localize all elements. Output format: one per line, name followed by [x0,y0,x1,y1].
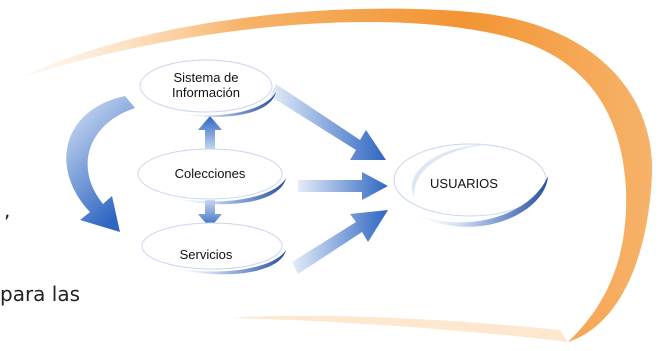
ellipse-usuarios [393,143,548,227]
background-text-fragment: para las [0,282,81,306]
arrow-servicios-to-usuarios [292,210,388,274]
node-servicios: Servicios [179,247,233,262]
arrow-sistema-to-usuarios [270,84,386,160]
curved-arrow [66,96,135,232]
node-usuarios: USUARIOS [430,176,498,191]
ellipse-colecciones [137,148,286,205]
orange-ring [20,8,653,342]
node-colecciones: Colecciones [174,166,246,181]
node-sistema-label-line1: Sistema de [173,70,239,85]
node-sistema-label-line2: Información [172,85,240,100]
arrow-colecciones-to-usuarios [298,172,388,200]
arrow-colecciones-to-sistema [198,116,222,150]
ellipse-sistema [139,59,276,117]
background-comma: , [4,198,11,222]
node-sistema-de-informacion: Sistema de Información [146,70,266,100]
ellipse-servicios [141,222,286,275]
arrow-colecciones-to-servicios [198,200,222,228]
